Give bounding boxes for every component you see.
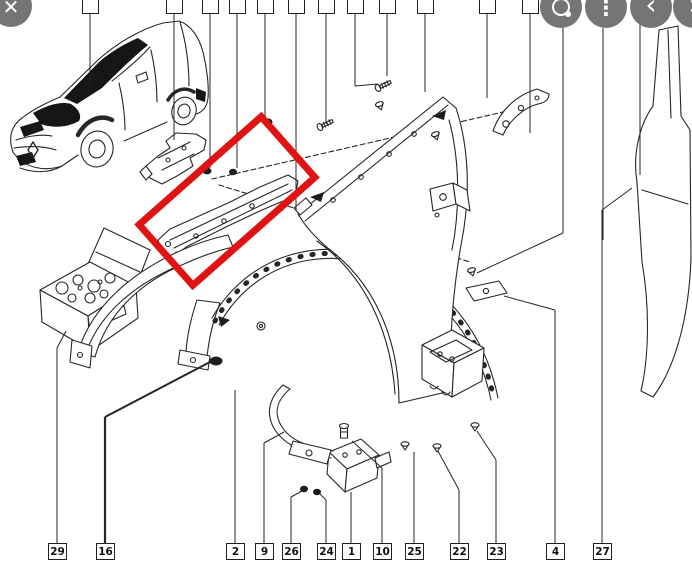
part-number-26: 26 [282,543,301,560]
chevron-left-icon: ‹ [645,0,657,21]
mount-block-part [326,438,392,493]
bolt-fastener [338,422,350,439]
closure-bracket-part [139,132,207,185]
close-icon: ✕ [2,0,20,19]
top-callout-box [229,0,246,14]
part-number-1: 1 [342,543,361,560]
part-number-16: 16 [96,543,115,560]
part-number-2: 2 [226,543,245,560]
screw-fastener [374,79,392,92]
clip-fastener [374,101,480,453]
top-callout-box [379,0,396,14]
top-callout-box [347,0,364,14]
arch-lower-part [177,299,221,371]
direction-arrows [218,110,446,327]
part-number-10: 10 [373,543,392,560]
chevron-right-icon: › [688,0,692,19]
part-number-27: 27 [593,543,612,560]
wing-support-part [69,234,234,369]
top-callout-box [417,0,434,14]
part-number-23: 23 [487,543,506,560]
outer-panel-part [635,25,692,398]
part-number-4: 4 [546,543,565,560]
lens-icon [552,0,570,16]
more-vert-icon: ⋮ [595,0,617,20]
part-number-24: 24 [317,543,336,560]
fasteners [202,79,480,496]
top-callout-box [479,0,496,14]
lower-box-bracket-part [421,329,485,398]
top-callout-box [288,0,305,14]
top-callout-box [82,0,99,14]
part-number-22: 22 [450,543,469,560]
l-bracket-part [429,182,471,218]
top-callout-box [166,0,183,14]
part-number-29: 29 [48,543,67,560]
top-callout-box [522,0,539,14]
top-callout-box [318,0,335,14]
lens-dot-icon [565,11,571,17]
car-illustration [10,20,209,173]
top-callout-box [202,0,219,14]
highlighted-crossmember-part [157,174,299,259]
upper-curved-bracket-part [492,88,550,136]
forward-button[interactable]: › [673,0,692,28]
small-plate-part [465,280,508,302]
curved-stay-part [268,384,334,465]
nut-fastener [202,118,321,496]
part-number-9: 9 [255,543,274,560]
top-callout-box [257,0,274,14]
part-number-25: 25 [405,543,424,560]
